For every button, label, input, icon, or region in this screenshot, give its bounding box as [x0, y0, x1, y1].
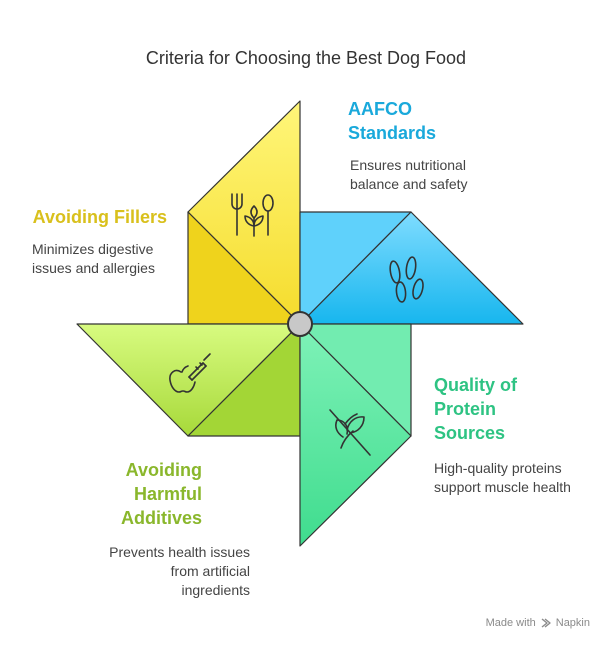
- desc-avoiding-fillers: Minimizes digestive issues and allergies: [32, 241, 155, 276]
- desc-aafco-standards: Ensures nutritional balance and safety: [350, 157, 468, 192]
- apple-syringe-icon: [169, 353, 211, 393]
- fork-knife-plant-icon: [231, 193, 274, 237]
- pinwheel-hub: [287, 311, 313, 337]
- blade-avoiding-harmful-additives: [76, 323, 301, 437]
- heading-avoiding-fillers: Avoiding Fillers: [32, 207, 167, 227]
- desc-quality-of-protein: High-quality proteins support muscle hea…: [434, 460, 571, 495]
- blade-avoiding-fillers: [187, 100, 301, 325]
- napkin-logo-icon: [541, 618, 551, 628]
- page-title: Criteria for Choosing the Best Dog Food: [145, 48, 467, 68]
- blade-aafco-standards: [299, 211, 524, 325]
- blade-quality-of-protein: [299, 323, 412, 547]
- made-with-napkin-watermark: Made with Napkin: [486, 617, 590, 629]
- heading-avoiding-harmful-additives: Avoiding Harmful Additives: [120, 460, 202, 528]
- no-plant-icon: [329, 409, 371, 456]
- desc-avoiding-harmful-additives: Prevents health issues from artificial i…: [109, 544, 250, 598]
- heading-aafco-standards: AAFCO Standards: [348, 99, 437, 143]
- watermark-brand: Napkin: [555, 617, 590, 629]
- watermark-prefix: Made with: [485, 617, 536, 629]
- heading-quality-of-protein: Quality of Protein Sources: [434, 375, 518, 443]
- wheat-grains-icon: [389, 256, 424, 303]
